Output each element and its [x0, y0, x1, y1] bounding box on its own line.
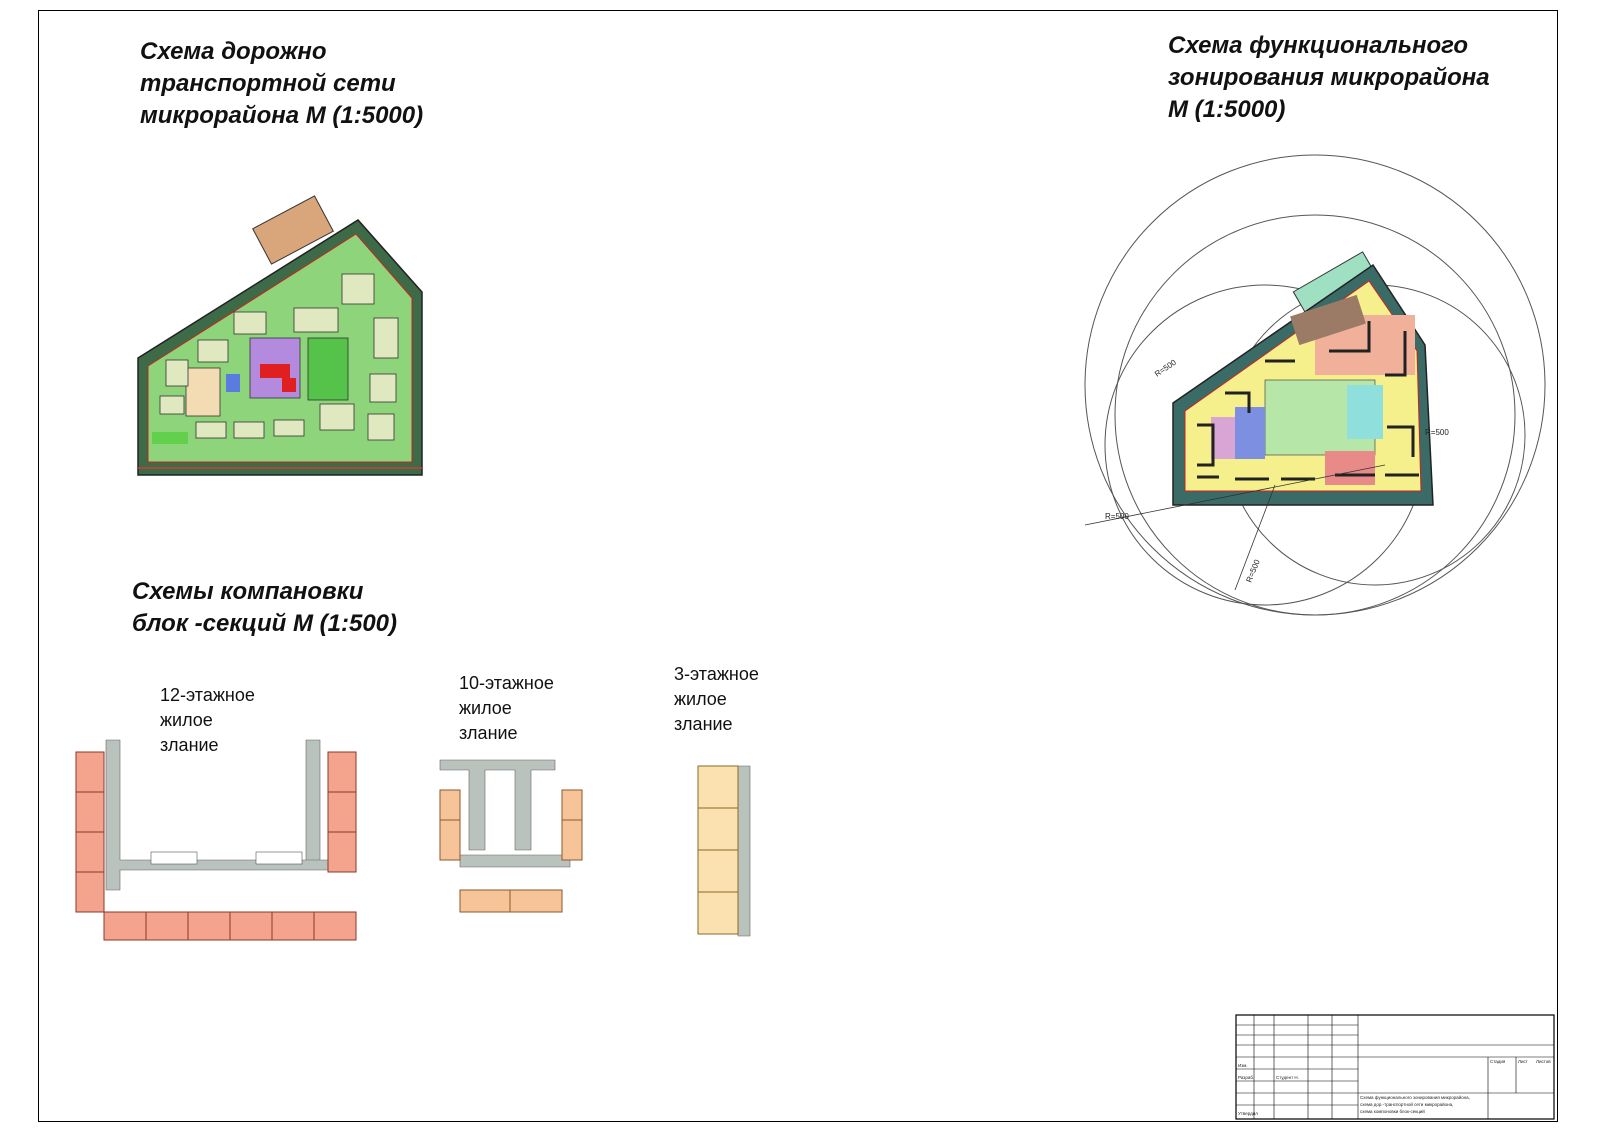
building-12-label-line-1: 12-этажное [160, 685, 255, 705]
sport-field [307, 337, 349, 401]
block-layout-title-line-1: Схемы компановки [132, 578, 364, 605]
building-12-plan [75, 739, 357, 941]
stamp-row-label-2: Разраб. [1238, 1075, 1254, 1080]
building-12-label-line-2: жилое [160, 710, 213, 730]
radius-circle-4 [1084, 154, 1546, 616]
road-network-plan [137, 195, 423, 476]
building-3-plan [697, 765, 751, 937]
drawing-frame [38, 10, 1558, 1122]
stamp-row-label-1: Изм. [1238, 1063, 1248, 1068]
building-10-label-line-1: 10-этажное [459, 673, 554, 693]
building-12-label-line-3: злание [160, 735, 219, 755]
residential-blocks [159, 273, 399, 441]
building-12-sections [75, 751, 357, 941]
radius-line-2 [1234, 484, 1276, 591]
dimension-label-2: R=500 [1153, 358, 1178, 379]
building-10-label: 10-этажное жилое злание [459, 671, 554, 746]
dimension-label-1: R=500 [1105, 512, 1129, 521]
road-network-title-line-3: микрорайона М (1:5000) [140, 102, 424, 129]
building-10-label-line-2: жилое [459, 698, 512, 718]
building-12-lobby [150, 851, 198, 865]
stamp-description-line-2: схема дор.-транспортной сети микрорайона… [1360, 1101, 1453, 1107]
building-10-sections [439, 789, 583, 913]
functional-zoning-title-line-2: зонирования микрорайона [1168, 64, 1490, 91]
community-zone [1325, 451, 1375, 485]
stamp-designer: Студент Н. [1276, 1075, 1299, 1080]
building-3-corridor [737, 765, 751, 937]
building-12-corridor [105, 739, 341, 891]
stamp-description-line-1: Схема функционального зонирования микрор… [1360, 1094, 1470, 1100]
building-3-label-line-3: злание [674, 714, 733, 734]
stamp-description-line-3: схема компоновки блок-секций [1360, 1108, 1425, 1114]
building-12-lobby-2 [255, 851, 303, 865]
radius-line [1084, 464, 1386, 526]
stamp-row-label-3: Утвердил [1238, 1111, 1258, 1116]
road-network-title-line-2: транспортной сети [140, 70, 396, 97]
garage-block [252, 195, 334, 265]
school-building-wing [282, 378, 296, 392]
functional-zoning-title: Схема функционального зонирования микрор… [1168, 30, 1490, 126]
dimension-label-3: R=500 [1425, 428, 1449, 437]
building-3-label-line-2: жилое [674, 689, 727, 709]
service-zone [1235, 407, 1265, 459]
road-network-title: Схема дорожно транспортной сети микрорай… [140, 36, 423, 132]
dimension-label-4: R=500 [1245, 558, 1262, 584]
functional-zoning-title-line-3: М (1:5000) [1168, 96, 1286, 123]
stamp-col-label-3: Листов [1536, 1059, 1551, 1064]
building-10-label-line-3: злание [459, 723, 518, 743]
functional-zoning-title-line-1: Схема функционального [1168, 32, 1469, 59]
building-10-plan [439, 759, 583, 913]
building-10-corridor [439, 759, 571, 868]
kindergarten-site [185, 367, 221, 417]
building-3-label-line-1: 3-этажное [674, 664, 759, 684]
block-layout-title-line-2: блок -секций М (1:500) [132, 610, 398, 637]
title-block-stamp: Изм. Разраб. Утвердил Студент Н. Схема ф… [1235, 1014, 1555, 1120]
zoning-buildings [1197, 321, 1419, 481]
sport-zone [1347, 385, 1383, 439]
road-network-title-line-1: Схема дорожно [140, 38, 327, 65]
school-building [260, 364, 290, 378]
stamp-col-label-2: Лист [1518, 1059, 1528, 1064]
lawn-area [152, 432, 188, 444]
garage-zone [1290, 294, 1366, 346]
stamp-col-label-1: Стадия [1490, 1059, 1506, 1064]
building-3-sections [697, 765, 739, 935]
functional-zoning-plan: R=500 R=500 R=500 R=500 [1084, 154, 1546, 616]
block-layout-title: Схемы компановки блок -секций М (1:500) [132, 576, 397, 640]
building-12-label: 12-этажное жилое злание [160, 683, 255, 758]
building-3-label: 3-этажное жилое злание [674, 662, 759, 737]
blue-facility [226, 374, 240, 392]
